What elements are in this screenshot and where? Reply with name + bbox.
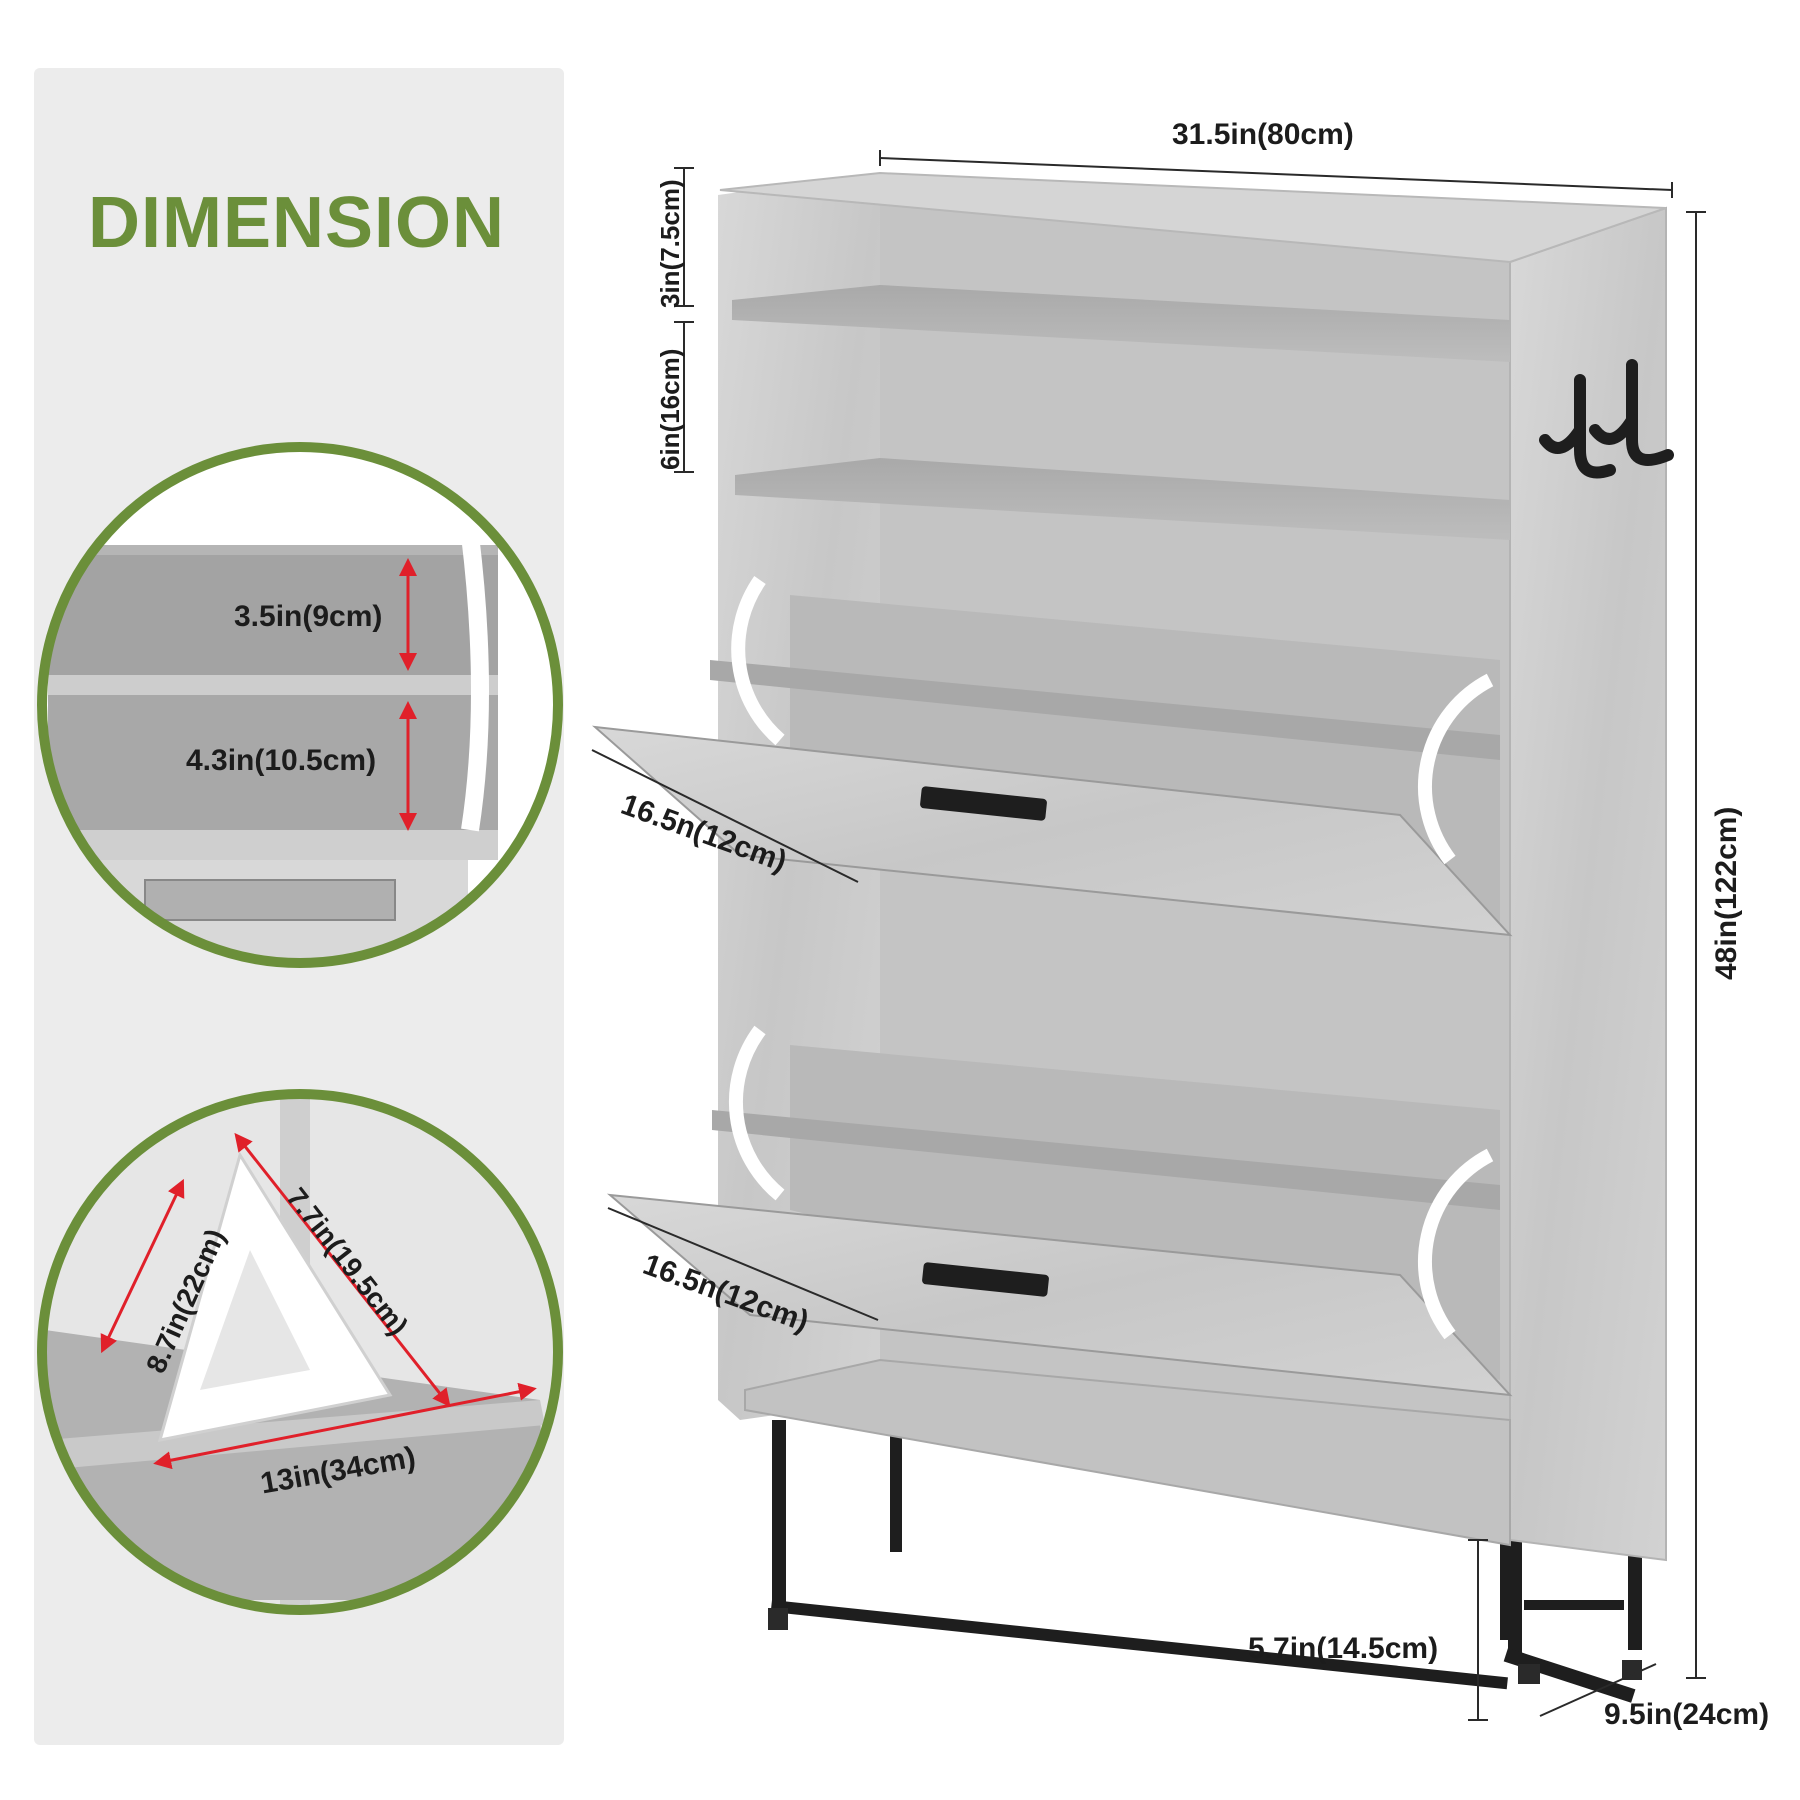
shelf-gap-label: 6in(16cm) <box>655 348 685 470</box>
top-rail-label: 3in(7.5cm) <box>655 179 685 308</box>
height-label: 48in(122cm) <box>1710 806 1743 980</box>
depth-label: 9.5in(24cm) <box>1604 1698 1770 1731</box>
dimension-lines <box>591 150 1706 1721</box>
leg-height-label: 5.7in(14.5cm) <box>1248 1632 1439 1665</box>
detail-circle-top <box>37 442 563 968</box>
page-title: DIMENSION <box>88 183 506 263</box>
detail-lower-label: 4.3in(10.5cm) <box>186 744 377 777</box>
width-label: 31.5in(80cm) <box>1172 118 1354 151</box>
shoe-cabinet <box>591 171 1674 1703</box>
detail-upper-label: 3.5in(9cm) <box>234 600 383 633</box>
detail-circle-bottom <box>37 1089 563 1615</box>
coat-hooks <box>1539 359 1674 479</box>
